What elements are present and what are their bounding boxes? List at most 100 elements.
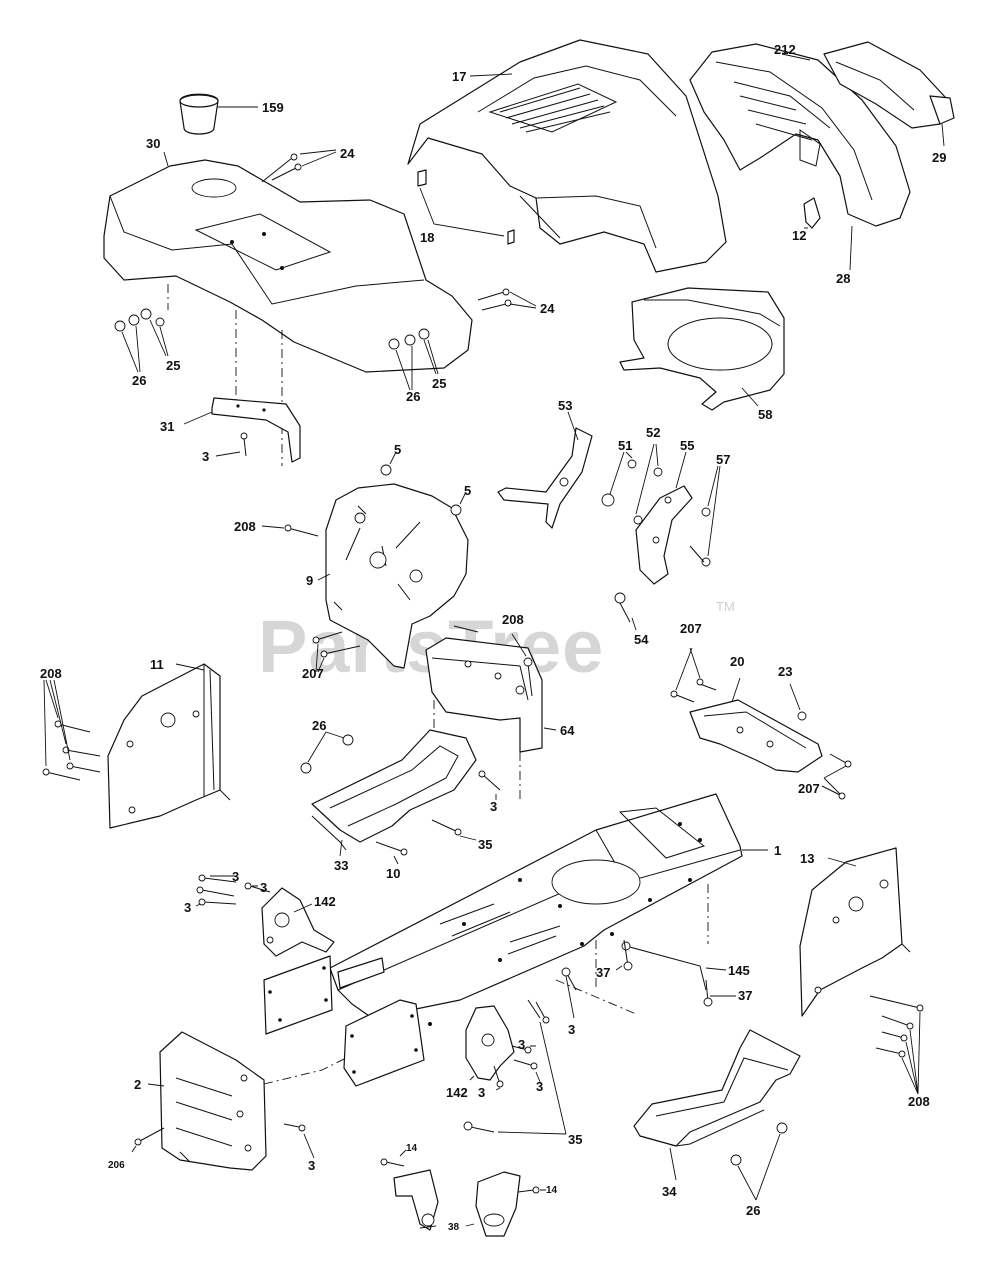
callout-3: 3 [202, 449, 209, 464]
part-2-front-plate[interactable] [147, 1031, 267, 1171]
part-38-bracket-right[interactable] [465, 1171, 521, 1237]
part-208-screw-dash[interactable] [261, 524, 319, 537]
callout-207: 207 [302, 666, 324, 681]
callout-37: 37 [596, 965, 610, 980]
part-9-dash-panel[interactable] [317, 483, 469, 669]
part-25-26-hardware-left[interactable] [114, 308, 169, 373]
part-29-clip[interactable] [929, 95, 955, 147]
callout-24: 24 [540, 301, 555, 316]
part-3-screw-plate[interactable] [283, 1123, 315, 1159]
part-3-bolts-lower[interactable] [493, 967, 577, 1091]
callout-208: 208 [40, 666, 62, 681]
callout-29: 29 [932, 150, 946, 165]
callout-17: 17 [452, 69, 466, 84]
callout-3: 3 [232, 869, 239, 884]
callout-206: 206 [108, 1160, 125, 1171]
part-23-nut[interactable] [789, 683, 807, 721]
part-24-bolts-top[interactable] [261, 149, 337, 183]
callout-26: 26 [406, 389, 420, 404]
callout-3: 3 [308, 1158, 315, 1173]
part-18-clip[interactable] [417, 169, 515, 245]
part-142-bracket-upper[interactable] [261, 887, 335, 957]
callout-3: 3 [478, 1085, 485, 1100]
part-17-hood[interactable] [407, 39, 727, 273]
callout-58: 58 [758, 407, 772, 422]
callout-53: 53 [558, 398, 572, 413]
callout-33: 33 [334, 858, 348, 873]
callout-208: 208 [234, 519, 256, 534]
part-208-screws-13[interactable] [869, 995, 924, 1095]
callout-208: 208 [502, 612, 524, 627]
callout-24: 24 [340, 146, 355, 161]
part-26-nuts-34[interactable] [730, 1122, 788, 1201]
part-159-cup[interactable] [179, 93, 258, 135]
callout-26: 26 [312, 718, 326, 733]
callout-35: 35 [478, 837, 492, 852]
part-28-grille[interactable] [689, 43, 911, 271]
part-142-bracket-lower[interactable] [465, 1005, 515, 1081]
callout-3: 3 [260, 880, 267, 895]
part-207-screws-dash[interactable] [312, 631, 361, 673]
part-206-screw[interactable] [131, 1127, 165, 1153]
part-12-clip[interactable] [803, 197, 821, 229]
part-207-screws-20[interactable] [670, 647, 852, 800]
part-26-nuts-33[interactable] [300, 731, 354, 774]
frame-front-bracket[interactable] [263, 955, 432, 1087]
callout-52: 52 [646, 425, 660, 440]
callout-3: 3 [490, 799, 497, 814]
callout-3: 3 [568, 1022, 575, 1037]
part-14-screws[interactable] [380, 1149, 546, 1194]
part-13-side-plate[interactable] [799, 847, 911, 1017]
callout-2: 2 [134, 1077, 141, 1092]
assembly-line-frame [263, 884, 709, 1085]
part-11-side-plate[interactable] [107, 663, 231, 829]
part-10-bolt[interactable] [375, 841, 408, 865]
part-64-console[interactable] [425, 625, 557, 800]
callout-31: 31 [160, 419, 174, 434]
part-24-bolts-right[interactable] [477, 288, 537, 311]
callout-25: 25 [432, 376, 446, 391]
part-58-shroud[interactable] [619, 287, 785, 411]
part-35-bolt-33[interactable] [431, 819, 477, 841]
part-53-bracket[interactable] [497, 411, 593, 529]
callout-34: 34 [662, 1184, 677, 1199]
part-3-bolt-33[interactable] [478, 770, 501, 800]
callout-25: 25 [166, 358, 180, 373]
callout-3: 3 [518, 1037, 525, 1052]
callout-64: 64 [560, 723, 575, 738]
callout-20: 20 [730, 654, 744, 669]
callout-9: 9 [306, 573, 313, 588]
callout-51: 51 [618, 438, 632, 453]
callout-14: 14 [546, 1185, 558, 1196]
part-5-nuts[interactable] [380, 451, 467, 516]
part-34-footrest[interactable] [633, 1029, 801, 1181]
part-145-rod[interactable] [621, 941, 727, 991]
callout-145: 145 [728, 963, 750, 978]
part-25-26-hardware-right[interactable] [388, 328, 439, 391]
part-3-bolts-upper-left[interactable] [195, 874, 271, 907]
part-37-fasteners[interactable] [615, 939, 736, 1007]
callout-35: 35 [568, 1132, 582, 1147]
assembly-line-console [433, 700, 521, 800]
callout-37: 37 [738, 988, 752, 1003]
part-30-fender[interactable] [103, 151, 473, 373]
part-1-main-frame[interactable] [329, 793, 768, 1019]
callout-57: 57 [716, 452, 730, 467]
part-208-screws-11[interactable] [42, 679, 101, 781]
part-54-bolt[interactable] [614, 592, 637, 631]
part-57-bolts[interactable] [689, 465, 721, 567]
part-3-bolt-a[interactable] [215, 432, 248, 457]
part-55-bracket[interactable] [635, 451, 693, 585]
part-51-52-hardware[interactable] [601, 443, 663, 525]
part-35-bolts[interactable] [463, 999, 567, 1135]
part-31-bracket[interactable] [183, 397, 301, 463]
callout-207: 207 [680, 621, 702, 636]
assembly-line-fender [167, 284, 283, 466]
part-38-bracket-left[interactable] [393, 1169, 439, 1231]
callout-12: 12 [792, 228, 806, 243]
callout-159: 159 [262, 100, 284, 115]
callout-55: 55 [680, 438, 694, 453]
part-33-frame-bracket[interactable] [311, 729, 477, 857]
part-20-bracket[interactable] [689, 677, 823, 773]
